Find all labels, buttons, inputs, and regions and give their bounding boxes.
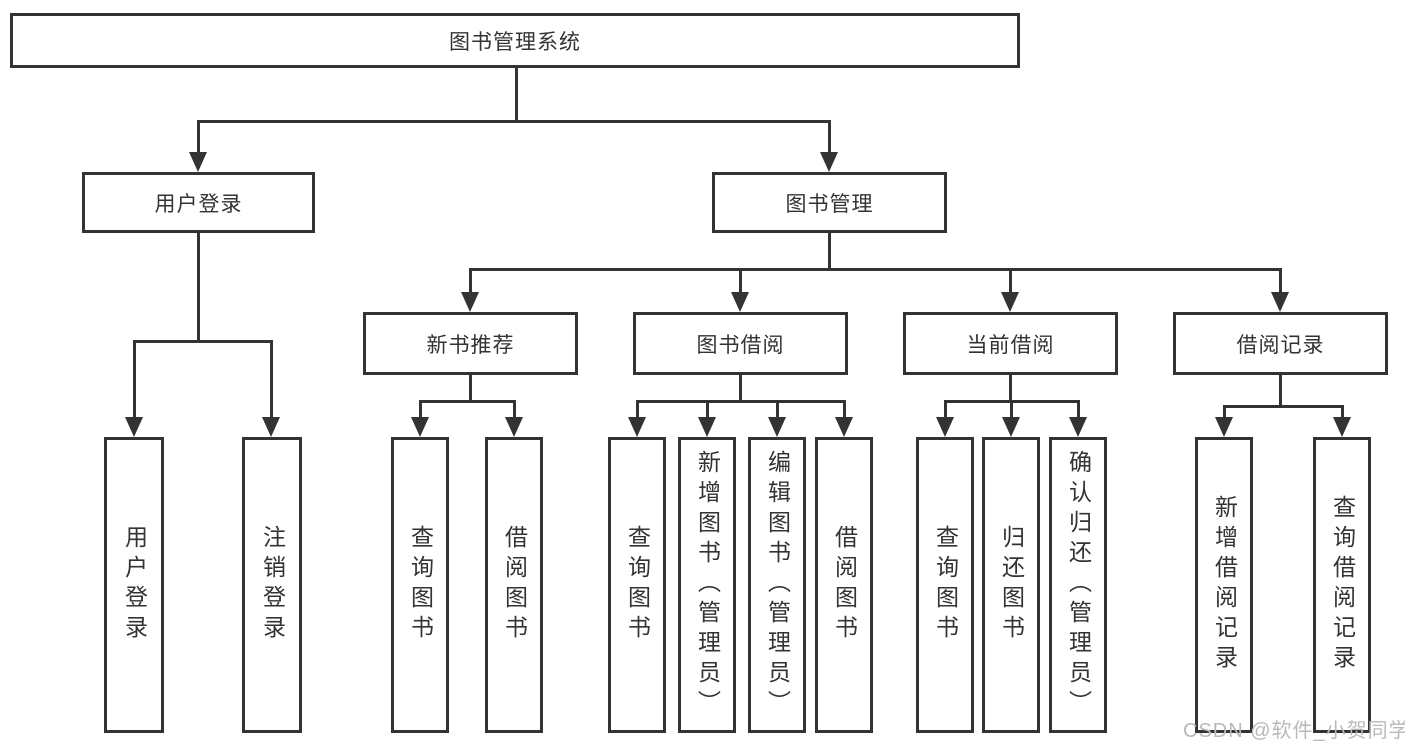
arrow-down-icon <box>1271 292 1289 312</box>
connector-line <box>1009 268 1012 306</box>
leaf-confirm-return-admin: 确认归还（管理员） <box>1049 437 1107 733</box>
connector-line <box>197 120 831 123</box>
arrow-down-icon <box>189 152 207 172</box>
connector-line <box>739 268 742 306</box>
leaf-query-books-recommend: 查询图书 <box>391 437 449 733</box>
arrow-down-icon <box>411 417 429 437</box>
connector-line <box>419 400 516 403</box>
arrow-down-icon <box>461 292 479 312</box>
node-new-book-recommendation: 新书推荐 <box>363 312 578 375</box>
connector-line <box>133 340 136 430</box>
leaf-borrow-books-borrowing: 借阅图书 <box>815 437 873 733</box>
connector-line <box>636 400 639 430</box>
arrow-down-icon <box>820 152 838 172</box>
connector-line <box>197 120 200 168</box>
arrow-down-icon <box>731 292 749 312</box>
connector-line <box>636 400 844 403</box>
connector-line <box>1010 400 1013 430</box>
arrow-down-icon <box>1333 417 1351 437</box>
connector-line <box>515 68 518 120</box>
connector-line <box>1279 268 1282 306</box>
connector-line <box>776 400 779 430</box>
connector-line <box>469 375 472 400</box>
csdn-watermark: CSDN @软件_小贺同学 <box>1183 720 1405 742</box>
connector-line <box>1223 405 1342 408</box>
leaf-add-books-admin: 新增图书（管理员） <box>678 437 736 733</box>
arrow-down-icon <box>125 417 143 437</box>
arrow-down-icon <box>505 417 523 437</box>
node-library-management-system: 图书管理系统 <box>10 13 1020 68</box>
connector-line <box>1279 375 1282 405</box>
connector-line <box>197 233 200 340</box>
connector-line <box>706 400 709 430</box>
arrow-down-icon <box>1215 417 1233 437</box>
leaf-borrow-books-recommend: 借阅图书 <box>485 437 543 733</box>
connector-line <box>828 233 831 268</box>
leaf-return-books: 归还图书 <box>982 437 1040 733</box>
node-borrowing-records: 借阅记录 <box>1173 312 1388 375</box>
node-user-login-group: 用户登录 <box>82 172 315 233</box>
connector-line <box>944 400 947 430</box>
connector-line <box>513 400 516 430</box>
arrow-down-icon <box>835 417 853 437</box>
connector-line <box>133 340 273 343</box>
node-book-management: 图书管理 <box>712 172 947 233</box>
arrow-down-icon <box>698 417 716 437</box>
leaf-query-borrow-record: 查询借阅记录 <box>1313 437 1371 733</box>
node-book-borrowing: 图书借阅 <box>633 312 848 375</box>
leaf-logout: 注销登录 <box>242 437 302 733</box>
connector-line <box>270 340 273 430</box>
connector-line <box>1077 400 1080 430</box>
leaf-query-books-borrowing: 查询图书 <box>608 437 666 733</box>
arrow-down-icon <box>262 417 280 437</box>
node-current-borrowing: 当前借阅 <box>903 312 1118 375</box>
arrow-down-icon <box>768 417 786 437</box>
leaf-user-login: 用户登录 <box>104 437 164 733</box>
connector-line <box>843 400 846 430</box>
arrow-down-icon <box>1069 417 1087 437</box>
arrow-down-icon <box>1002 417 1020 437</box>
arrow-down-icon <box>628 417 646 437</box>
connector-line <box>469 268 1282 271</box>
connector-line <box>419 400 422 430</box>
connector-line <box>469 268 472 306</box>
leaf-edit-books-admin: 编辑图书（管理员） <box>748 437 806 733</box>
arrow-down-icon <box>936 417 954 437</box>
arrow-down-icon <box>1001 292 1019 312</box>
connector-line <box>828 120 831 168</box>
leaf-query-books-current: 查询图书 <box>916 437 974 733</box>
connector-line <box>739 375 742 400</box>
leaf-add-borrow-record: 新增借阅记录 <box>1195 437 1253 733</box>
connector-line <box>1009 375 1012 400</box>
